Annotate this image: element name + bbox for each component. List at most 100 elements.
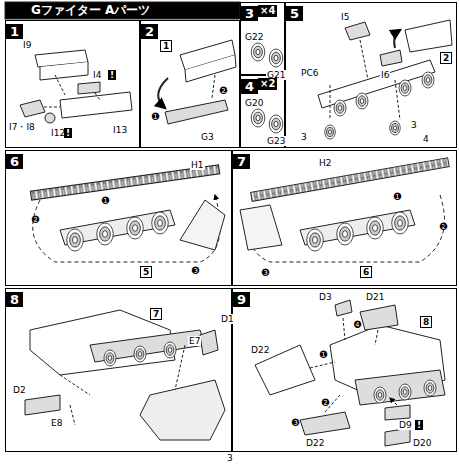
road-wheel: [343, 231, 348, 238]
road-wheel: [97, 223, 114, 245]
road-wheel: [155, 216, 166, 230]
detail-view: [240, 205, 282, 250]
road-wheel: [328, 130, 331, 134]
part-ref: [405, 20, 452, 52]
callout-number: ❶: [392, 192, 403, 202]
part-assembly-side: [185, 55, 236, 82]
road-wheel: [340, 227, 351, 241]
road-wheel: [403, 86, 407, 91]
part-label: G3: [200, 132, 215, 142]
road-wheel: [70, 233, 81, 247]
guide-line: [212, 75, 215, 98]
part-label: 4: [422, 134, 430, 144]
move-arrow: [158, 78, 168, 108]
part-i7: [20, 100, 45, 117]
road-wheel: [307, 229, 324, 251]
bogie-body: [300, 210, 415, 245]
callout-number: ❷: [30, 215, 41, 225]
step-number: 1: [6, 24, 23, 39]
part-label: PC6: [300, 68, 319, 78]
part-label: I7・I8: [8, 122, 36, 132]
part-label: I13: [112, 125, 128, 135]
part-i9-side: [40, 62, 88, 80]
road-wheel: [327, 127, 334, 136]
track-h2: [251, 158, 450, 202]
callout-number: ❶: [318, 350, 329, 360]
part-label: 3: [300, 132, 308, 142]
caution-mark: !: [64, 128, 72, 138]
road-wheel: [399, 384, 411, 400]
callout-number: ❸: [190, 266, 201, 276]
detail-view: [180, 200, 225, 250]
callout-number: ❸: [260, 268, 271, 278]
road-wheel: [73, 237, 78, 244]
road-wheel: [256, 49, 260, 54]
road-wheel: [356, 93, 368, 109]
road-wheel: [310, 233, 321, 247]
road-wheel: [251, 43, 265, 61]
road-wheel: [100, 227, 111, 241]
bogie-body: [60, 210, 175, 245]
part-label: 3: [410, 120, 418, 130]
road-wheel: [274, 121, 278, 126]
part-label: G22: [244, 32, 264, 42]
step-reference: 2: [440, 52, 452, 64]
part-d2: [25, 395, 60, 415]
road-wheel: [428, 386, 432, 391]
title-bar: [5, 2, 240, 19]
part-label: D22: [305, 438, 325, 448]
part-label: D3: [318, 292, 333, 302]
part-label: H1: [190, 160, 205, 170]
part-i12: [45, 113, 55, 123]
part-label: G23: [266, 136, 286, 146]
road-wheel: [392, 123, 399, 132]
step-number: 5: [286, 6, 303, 21]
part-label: D9: [398, 420, 413, 430]
road-wheel: [164, 342, 176, 358]
part-i13: [60, 92, 132, 118]
move-arrow: [394, 30, 400, 48]
step-reference: 1: [160, 40, 172, 52]
part-label: D1: [220, 314, 235, 324]
step-reference: 5: [140, 266, 152, 278]
part-d1: [200, 330, 218, 355]
callout-number: ❸: [290, 418, 301, 428]
road-wheel: [401, 387, 409, 397]
title: Gファイター Aパーツ: [5, 2, 240, 18]
road-wheel: [398, 220, 403, 227]
road-wheel: [373, 225, 378, 232]
guide-line: [60, 345, 185, 425]
road-wheel: [104, 350, 116, 366]
road-wheel: [133, 225, 138, 232]
road-wheel: [67, 229, 84, 251]
road-wheel: [134, 346, 146, 362]
road-wheel: [313, 237, 318, 244]
road-wheel: [337, 223, 354, 245]
caution-mark: !: [108, 70, 116, 80]
title-band: Gファイター Aパーツ: [5, 2, 240, 19]
part-g3: [165, 100, 228, 124]
road-wheel: [422, 72, 434, 88]
road-wheel: [130, 221, 141, 235]
quantity-badge: ×2: [258, 78, 277, 90]
part-label: D21: [365, 292, 385, 302]
part-label: G20: [244, 98, 264, 108]
axle-bar: [318, 60, 435, 108]
road-wheel: [254, 112, 263, 124]
road-wheel: [272, 52, 281, 64]
step-number: 7: [233, 154, 250, 169]
part-i6: [380, 50, 402, 66]
road-wheel: [158, 220, 163, 227]
step-panel: 2: [140, 20, 240, 148]
guide-line: [330, 40, 400, 120]
step-number: 3: [241, 6, 258, 21]
road-wheel: [325, 125, 336, 139]
caution-mark: !: [415, 420, 423, 430]
part-label: E8: [50, 418, 63, 428]
road-wheel: [108, 356, 112, 361]
road-wheel: [336, 103, 344, 113]
step-panel: 9: [232, 288, 457, 452]
part-i4: [78, 82, 100, 94]
quantity-badge: ×4: [258, 5, 277, 17]
callout-number: ❷: [320, 398, 331, 408]
